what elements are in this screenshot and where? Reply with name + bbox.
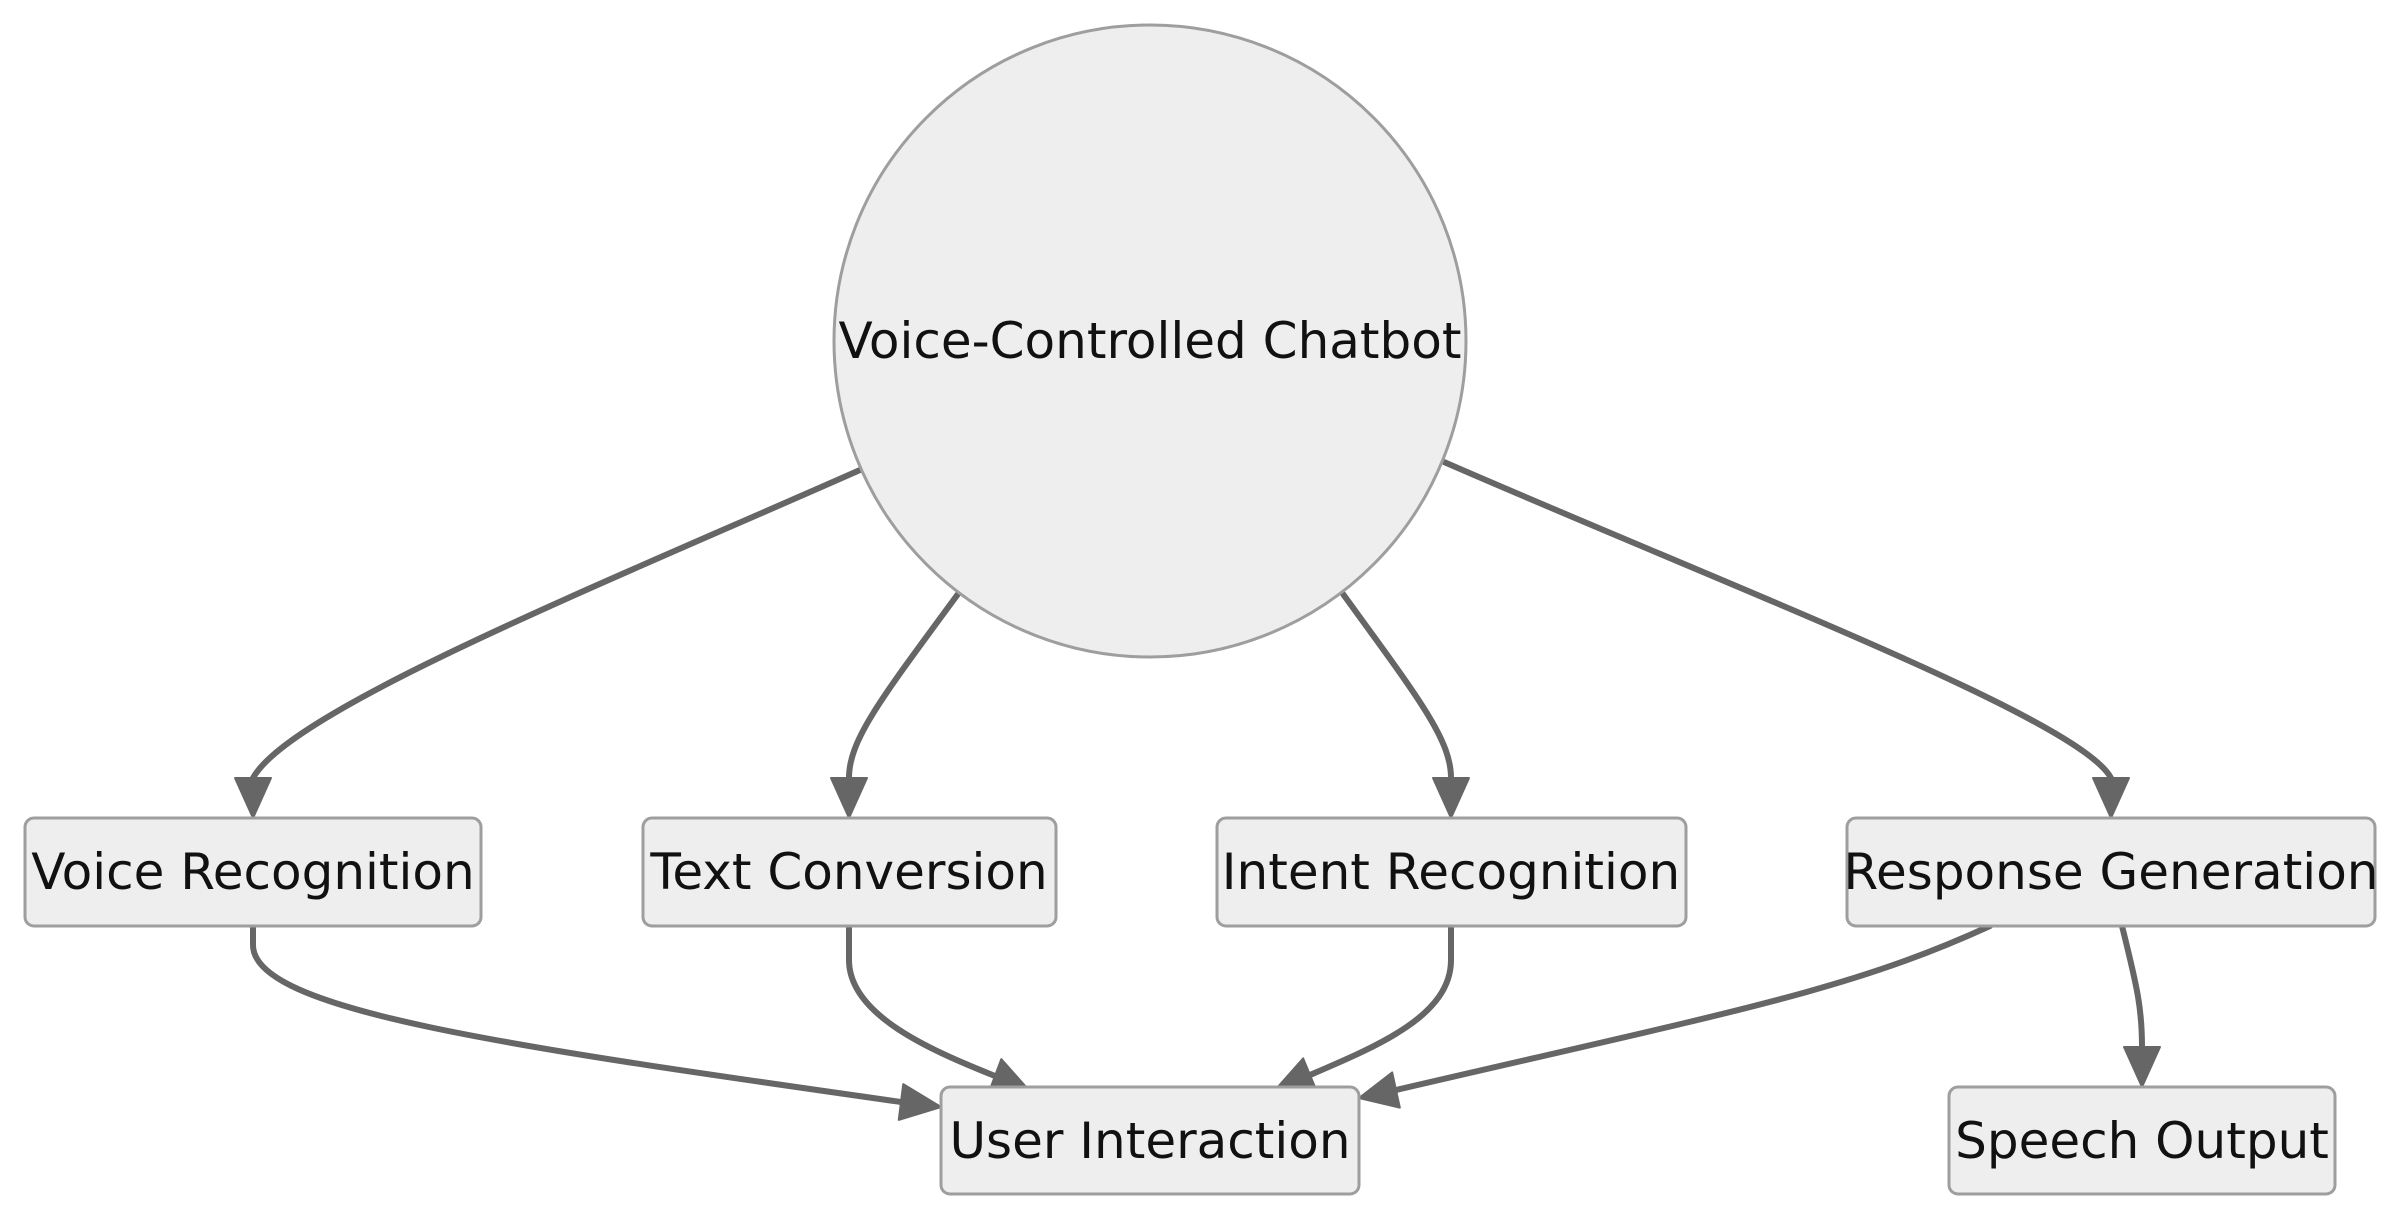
edge-line bbox=[1441, 459, 2114, 781]
node-text-conversion[interactable]: Text Conversion bbox=[641, 816, 1058, 928]
edge-chatbot-to-intent-recognition bbox=[1340, 591, 1470, 819]
arrowhead-icon bbox=[830, 777, 868, 819]
edge-text-conversion-to-user-interaction bbox=[846, 923, 1028, 1094]
arrowhead-icon bbox=[2092, 777, 2130, 819]
node-label-user-interaction: User Interaction bbox=[949, 1112, 1350, 1170]
arrowhead-icon bbox=[2123, 1046, 2161, 1088]
node-chatbot[interactable]: Voice-Controlled Chatbot bbox=[832, 23, 1468, 659]
edge-voice-recognition-to-user-interaction bbox=[250, 923, 942, 1121]
arrowhead-icon bbox=[1432, 777, 1470, 819]
edge-chatbot-to-response-generation bbox=[1441, 459, 2130, 819]
edges-layer bbox=[234, 459, 2161, 1121]
arrowhead-icon bbox=[1358, 1071, 1401, 1109]
node-label-text-conversion: Text Conversion bbox=[649, 843, 1047, 901]
edge-line bbox=[846, 923, 998, 1079]
node-voice-recognition[interactable]: Voice Recognition bbox=[23, 816, 483, 928]
edge-response-generation-to-speech-output bbox=[2119, 923, 2161, 1088]
arrowhead-icon bbox=[897, 1083, 942, 1121]
edge-chatbot-to-voice-recognition bbox=[234, 467, 863, 819]
edge-line bbox=[250, 467, 863, 781]
node-intent-recognition[interactable]: Intent Recognition bbox=[1215, 816, 1688, 928]
node-label-chatbot: Voice-Controlled Chatbot bbox=[839, 312, 1462, 370]
node-response-generation[interactable]: Response Generation bbox=[1844, 816, 2379, 928]
node-speech-output[interactable]: Speech Output bbox=[1947, 1085, 2337, 1196]
node-label-voice-recognition: Voice Recognition bbox=[31, 843, 474, 901]
edge-chatbot-to-text-conversion bbox=[830, 591, 961, 819]
edge-line bbox=[1393, 923, 1993, 1093]
edge-response-generation-to-user-interaction bbox=[1358, 923, 1993, 1109]
edge-line bbox=[250, 923, 904, 1105]
edge-line bbox=[1340, 591, 1454, 781]
node-label-response-generation: Response Generation bbox=[1844, 843, 2379, 901]
edge-line bbox=[846, 591, 961, 781]
node-label-intent-recognition: Intent Recognition bbox=[1222, 843, 1680, 901]
edge-line bbox=[1307, 923, 1454, 1078]
edge-intent-recognition-to-user-interaction bbox=[1275, 923, 1454, 1093]
arrowhead-icon bbox=[234, 777, 272, 819]
node-user-interaction[interactable]: User Interaction bbox=[939, 1085, 1361, 1196]
node-label-speech-output: Speech Output bbox=[1955, 1112, 2329, 1170]
edge-line bbox=[2119, 923, 2145, 1050]
